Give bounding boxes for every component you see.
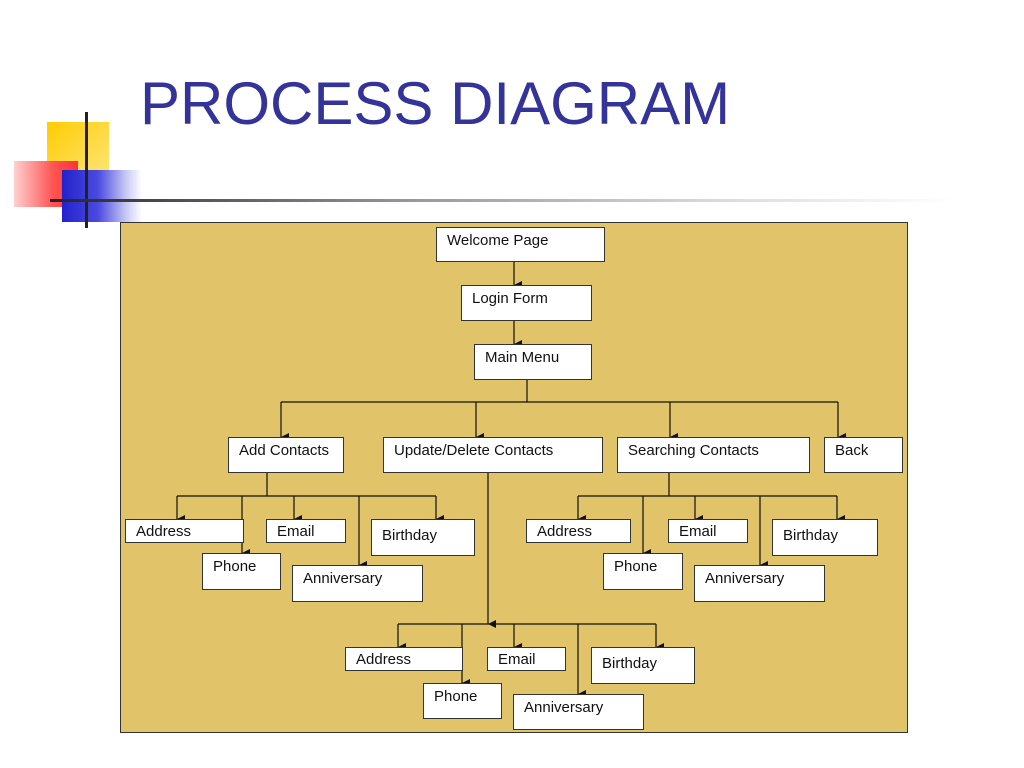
node-add-anniversary: Anniversary	[292, 565, 423, 602]
node-main-menu: Main Menu	[474, 344, 592, 380]
diagram-panel: Welcome Page Login Form Main Menu Add Co…	[120, 222, 908, 733]
node-update-delete-contacts: Update/Delete Contacts	[383, 437, 603, 473]
node-search-address: Address	[526, 519, 631, 543]
decor-vertical-line	[85, 112, 88, 228]
node-add-birthday: Birthday	[371, 519, 475, 556]
decor-title-rule	[50, 199, 960, 202]
node-update-anniversary: Anniversary	[513, 694, 644, 730]
node-add-address: Address	[125, 519, 244, 543]
node-update-email: Email	[487, 647, 566, 671]
node-add-phone: Phone	[202, 553, 281, 590]
node-back: Back	[824, 437, 903, 473]
decor-blue-square	[62, 170, 142, 222]
node-search-email: Email	[668, 519, 748, 543]
node-add-contacts: Add Contacts	[228, 437, 344, 473]
node-login-form: Login Form	[461, 285, 592, 321]
node-add-email: Email	[266, 519, 346, 543]
node-welcome-page: Welcome Page	[436, 227, 605, 262]
node-update-birthday: Birthday	[591, 647, 695, 684]
slide-title: PROCESS DIAGRAM	[140, 70, 731, 137]
node-searching-contacts: Searching Contacts	[617, 437, 810, 473]
node-update-address: Address	[345, 647, 463, 671]
node-search-phone: Phone	[603, 553, 683, 590]
node-search-birthday: Birthday	[772, 519, 878, 556]
node-search-anniversary: Anniversary	[694, 565, 825, 602]
node-update-phone: Phone	[423, 683, 502, 719]
